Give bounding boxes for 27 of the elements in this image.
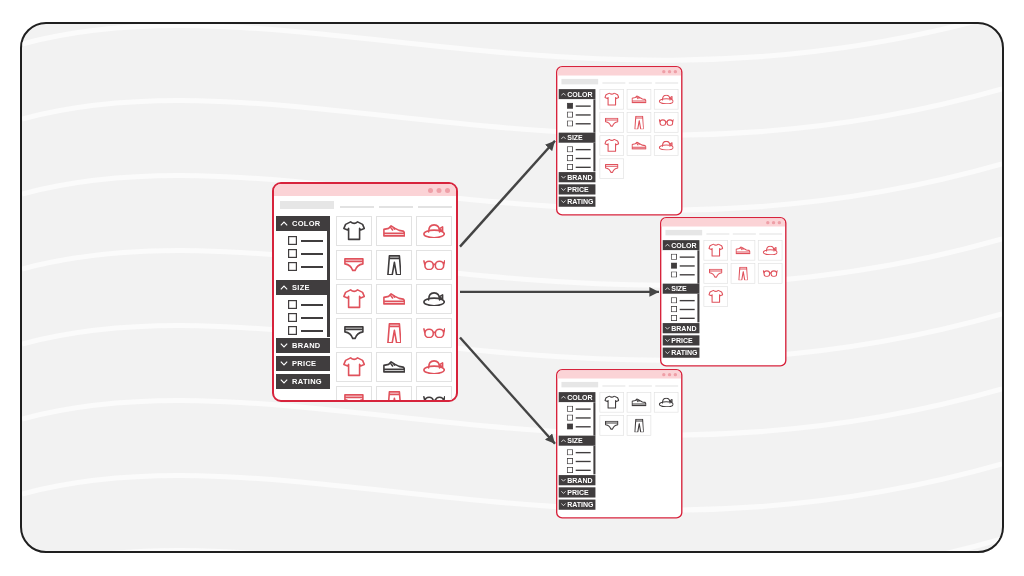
filter-header: [662, 347, 700, 358]
filter-header: [558, 196, 596, 207]
filter-header: [558, 392, 596, 403]
browser-window: [660, 217, 787, 367]
arrow: [460, 287, 659, 297]
filter-header: [558, 184, 596, 195]
filter-header: [558, 499, 596, 510]
arrow: [459, 140, 556, 248]
filter-header: [558, 435, 596, 446]
filter-header: [558, 487, 596, 498]
filter-header: [662, 323, 700, 334]
filter-header: [276, 356, 330, 371]
browser-window: [556, 66, 683, 216]
arrow: [459, 336, 556, 445]
filter-header: [276, 374, 330, 389]
filter-header: [662, 283, 700, 294]
filter-header: [662, 335, 700, 346]
filter-header: [558, 132, 596, 143]
filter-header: [558, 172, 596, 183]
filter-header: [276, 338, 330, 353]
browser-window: [556, 369, 683, 519]
filter-header: [276, 216, 330, 231]
filter-header: [662, 240, 700, 251]
filter-header: [558, 89, 596, 100]
browser-window: [272, 182, 458, 402]
filter-header: [558, 475, 596, 486]
filter-header: [276, 280, 330, 295]
